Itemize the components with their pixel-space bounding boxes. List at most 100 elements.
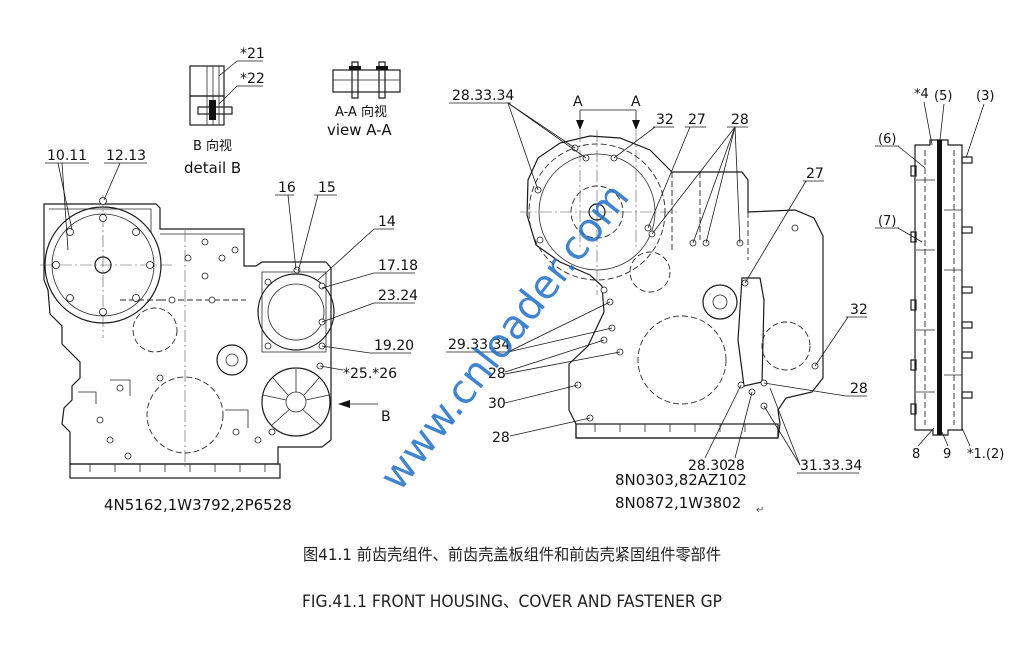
callout-label: 8 [912,447,920,462]
caption-en: FIG.41.1 FRONT HOUSING、COVER AND FASTENE… [302,592,722,612]
callout-label: 32 [656,112,674,128]
detail-b-title-cn: B 向视 [193,138,232,154]
callout-label: 28 [850,381,868,397]
gear-opening [44,206,162,324]
front-housing-side-view: *4 (5) (3) (6) (7) 8 9 *1 [875,87,1004,462]
section-mark: A [573,94,583,110]
callout-label: 10.11 [47,148,87,164]
callout-label: 15 [318,180,336,196]
callout-5: (5) [934,89,952,141]
view-a-a-title-cn: A-A 向视 [335,104,387,120]
callout-29-33-34: 29.33.34 [446,301,613,353]
callout-label: 28 [492,430,510,446]
callout-8: 8 [912,427,935,462]
callout-28-top: 28 [651,112,749,244]
callout-label: *22 [240,71,265,87]
dashed-bore [761,321,811,371]
front-cover [257,266,335,437]
view-arrow-label: B [381,409,391,425]
dashed-bore [637,315,727,405]
callout-label: 29.33.34 [448,337,510,353]
section-marks-a-a: A A [573,94,641,130]
callout-10-11: 10.11 [45,148,89,251]
callout-32-right: 32 [814,302,868,367]
callout-label: *21 [240,46,265,62]
callout-label: (3) [976,89,994,104]
callout-label: 30 [488,396,506,412]
callout-label: 31.33.34 [800,458,862,474]
callout-label: 28.30 [688,458,728,474]
callout-label: 28 [731,112,749,128]
callout-28-bottom: 28 [727,391,753,474]
detail-b-title-en: detail B [184,159,241,177]
callout-9: 9 [941,431,951,462]
gasket [937,140,942,435]
callout-label: 16 [278,180,296,196]
front-housing-center-view: A A 28.33.34 32 27 28 [446,88,868,516]
callout-3: (3) [965,89,994,159]
callout-label: 14 [378,214,396,230]
callout-28-left-middle: 28 [488,339,621,382]
callout-label: 19.20 [374,338,414,354]
callout-12-13: 12.13 [103,148,147,201]
bolt-holes [52,197,262,460]
callout-label: 28.33.34 [452,88,514,104]
side-plate-outline [914,139,963,436]
callout-14: 14 [317,214,396,281]
section-mark: A [631,94,641,110]
callout-15: 15 [297,180,337,273]
callout-32-top: 32 [613,112,674,159]
bottom-rail [69,463,281,479]
callout-4: *4 [914,87,933,146]
view-a-a: A-A 向视 view A-A [327,61,401,139]
callout-23-24: 23.24 [321,288,418,323]
callout-label: (7) [878,214,896,229]
callout-label: *25.*26 [343,366,397,382]
callout-28-right: 28 [763,381,868,397]
front-housing-left-view: 10.11 12.13 16 15 14 17.18 [40,148,418,514]
callout-21: *21 [218,46,265,77]
view-a-a-sketch [332,61,401,99]
callout-label: 9 [943,447,951,462]
boss [702,284,738,320]
callout-25-26: *25.*26 [319,365,397,382]
callout-28-30: 28.30 [688,384,742,474]
bottom-rail [575,423,779,439]
detail-b-sketch [189,65,233,126]
part-numbers-line-1: 8N0303,82AZ102 [615,471,747,489]
callout-16: 16 [275,180,297,271]
callout-27-top: 27 [647,112,706,229]
callout-label: (5) [934,89,952,104]
callout-label: 28 [488,366,506,382]
callout-30: 30 [488,384,579,412]
callout-7: (7) [875,214,923,243]
callout-27-right: 27 [744,166,824,284]
dashed-bore [629,251,671,293]
callout-17-18: 17.18 [321,258,418,289]
callout-1-2: *1.(2) [961,427,1004,462]
detail-b: *21 *22 B 向视 detail B [184,46,265,177]
dashed-bore [146,376,224,454]
callout-28-33-34: 28.33.34 [449,88,587,191]
part-numbers-line-2: 8N0872,1W3802 [615,494,741,512]
dashed-bore [132,307,178,353]
callout-22: *22 [218,71,265,105]
callout-label: 32 [850,302,868,318]
boss [216,344,248,376]
callout-28-bottom-left: 28 [492,417,591,446]
part-numbers: 4N5162,1W3792,2P6528 [104,496,292,514]
callout-label: *4 [914,87,929,102]
seal-opening [257,273,335,351]
callout-label: 27 [806,166,824,182]
return-mark: ↵ [756,505,764,516]
callout-6: (6) [875,132,926,169]
callout-31-33-34: 31.33.34 [763,387,862,474]
callout-label: 12.13 [106,148,146,164]
callout-label: 28 [727,458,745,474]
view-a-a-title-en: view A-A [327,121,392,139]
callout-19-20: 19.20 [321,338,414,354]
caption-cn: 图41.1 前齿壳组件、前齿壳盖板组件和前齿壳紧固组件零部件 [303,545,721,564]
ribbed-cover [261,367,331,437]
